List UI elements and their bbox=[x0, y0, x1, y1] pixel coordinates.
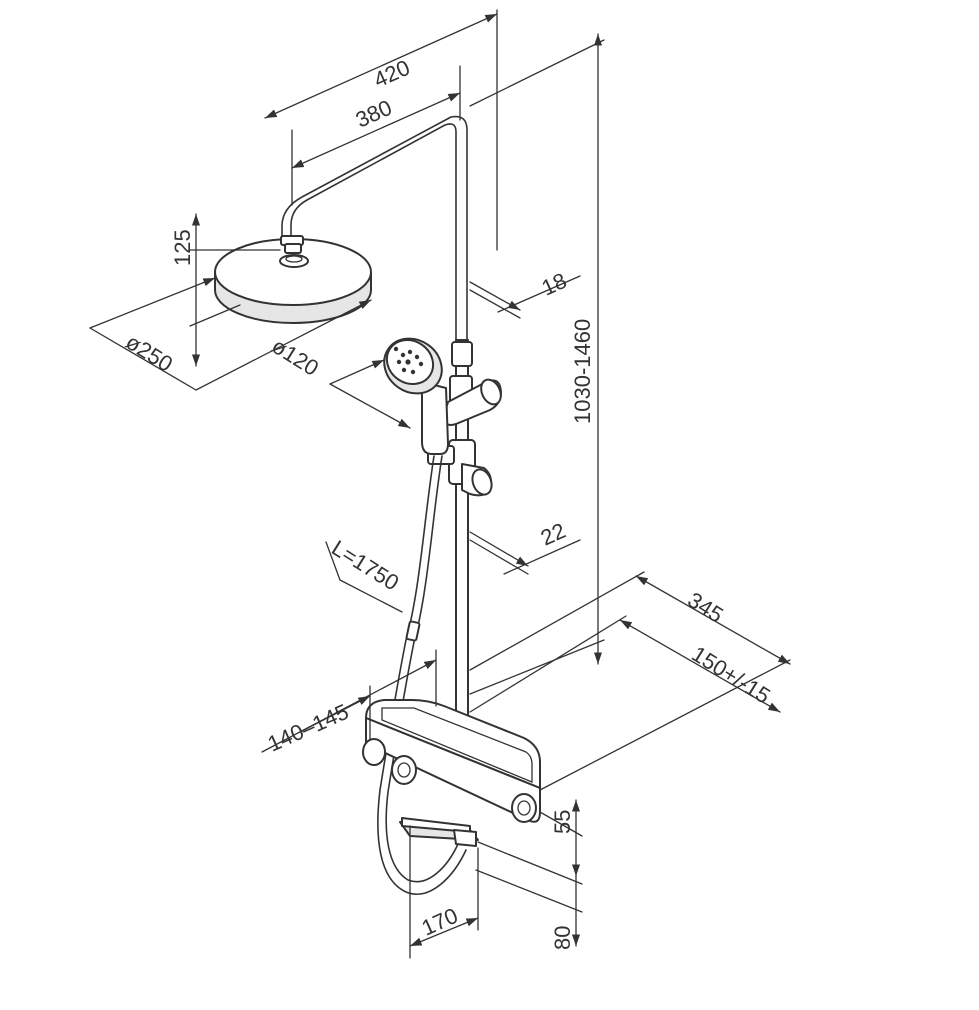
dim-spout-height: 80 bbox=[550, 926, 575, 950]
hand-shower bbox=[383, 337, 449, 455]
dim-rail-upper: 18 bbox=[538, 268, 571, 301]
dim-rail-total: 1030-1460 bbox=[570, 319, 595, 424]
spray-nozzles bbox=[393, 346, 424, 375]
dimension-lines bbox=[89, 9, 791, 959]
dim-mixer-width: 140–145 bbox=[264, 699, 352, 757]
thermostat-mixer bbox=[362, 699, 541, 823]
rain-shower-head bbox=[214, 235, 372, 324]
dimension-labels: 420 380 125 ø250 ø120 18 1030-1460 22 L=… bbox=[121, 55, 774, 950]
dim-head-height: 125 bbox=[170, 229, 195, 266]
dim-mixer-height: 55 bbox=[550, 810, 575, 834]
dim-wall-depth: 345 bbox=[683, 587, 727, 628]
dim-spout-length: 170 bbox=[418, 903, 462, 941]
dim-arm-inner: 380 bbox=[352, 95, 396, 133]
bath-spout bbox=[399, 817, 479, 847]
dim-rail-lower: 22 bbox=[537, 518, 570, 551]
dim-hand-diameter: ø120 bbox=[267, 333, 323, 381]
shower-hardware bbox=[214, 115, 541, 895]
dim-arm-outer: 420 bbox=[370, 55, 414, 93]
upper-holder bbox=[443, 375, 502, 426]
dim-head-diameter: ø250 bbox=[121, 329, 177, 377]
dim-hose: L=1750 bbox=[327, 535, 403, 595]
